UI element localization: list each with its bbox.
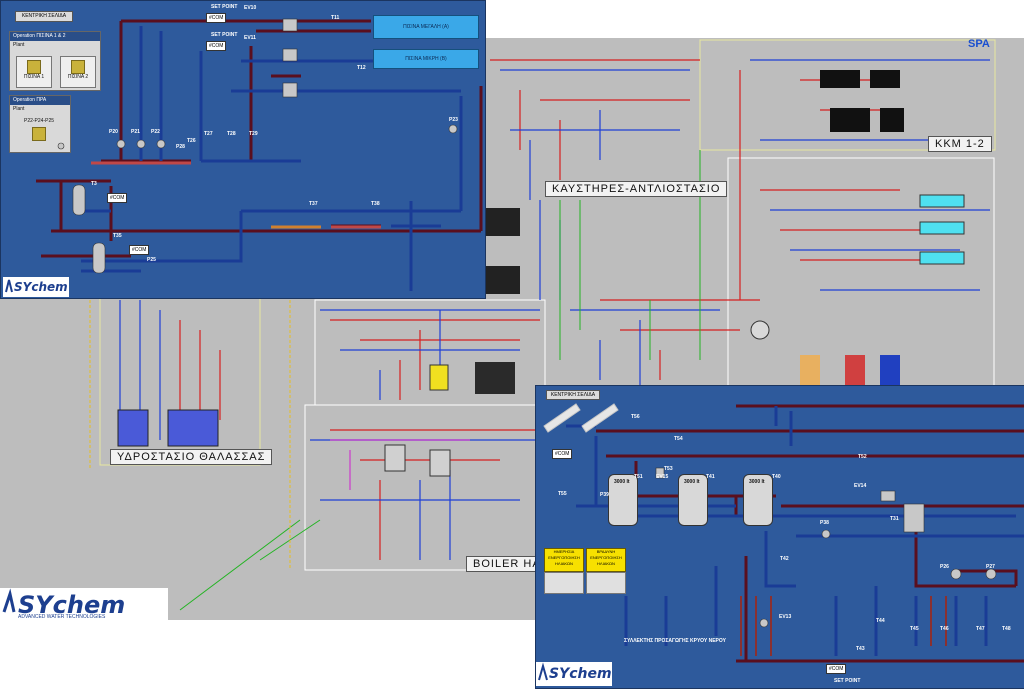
pool1-card-label: ΠΙΣΙΝΑ 1 <box>23 74 45 80</box>
pools-window-logo: SYchem <box>3 277 69 297</box>
pump-icon <box>27 60 41 74</box>
tag-t54: T54 <box>674 436 683 442</box>
pumps-card-label: P22-P24-P25 <box>23 118 55 124</box>
operation-pools-title: Operation ΠΙΣΙΝΑ 1 & 2 <box>10 32 100 41</box>
night-solar-icon[interactable] <box>586 572 626 594</box>
tag-t12: T12 <box>357 65 366 71</box>
solar-window-logo: SYchem <box>536 662 612 686</box>
tag-t47: T47 <box>976 626 985 632</box>
tag-t43: T43 <box>856 646 865 652</box>
setpoint-label: SET POINT <box>211 32 238 38</box>
tag-ev10: EV10 <box>244 5 257 11</box>
tag-t44: T44 <box>876 618 885 624</box>
tank-3-capacity: 3000 lt <box>749 479 765 485</box>
tag-ev15: EV15 <box>656 474 669 480</box>
storage-tank-2 <box>678 474 708 526</box>
cold-water-collector-label: ΣΥΛΛΕΚΤΗΣ ΠΡΟΣΑΓΩΓΗΣ ΚΡΥΟΥ ΝΕΡΟΥ <box>624 638 726 644</box>
operation-pools-subtitle: Plant <box>13 42 25 48</box>
setpoint-select[interactable]: #COM <box>826 664 847 674</box>
tag-p28: P28 <box>176 144 185 150</box>
tag-t48: T48 <box>1002 626 1011 632</box>
sychem-logo-icon <box>5 279 13 293</box>
sychem-logo-icon <box>2 588 16 614</box>
tag-ev13: EV13 <box>779 614 792 620</box>
main-menu-button[interactable]: ΚΕΝΤΡΙΚΗ ΣΕΛΙΔΑ <box>15 11 73 22</box>
tank-1-capacity: 3000 lt <box>614 479 630 485</box>
tag-t26: T26 <box>187 138 196 144</box>
storage-tank-1 <box>608 474 638 526</box>
tag-ev14: EV14 <box>854 483 867 489</box>
pools-window: ΚΕΝΤΡΙΚΗ ΣΕΛΙΔΑ Operation ΠΙΣΙΝΑ 1 & 2 P… <box>0 0 486 299</box>
tag-ev11: EV11 <box>244 35 256 41</box>
pumps-card[interactable]: P22-P24-P25 <box>14 118 64 146</box>
tag-t41: T41 <box>706 474 715 480</box>
logo-text: SYchem <box>549 666 612 682</box>
tag-p20: P20 <box>109 129 118 135</box>
setpoint-label: SET POINT <box>211 4 238 10</box>
logo-tagline: ADVANCED WATER TECHNOLOGIES <box>18 614 106 620</box>
tag-t27: T27 <box>204 131 213 137</box>
operation-pumps-title: Operation ΠΡΑ <box>10 96 70 105</box>
tag-t51: T51 <box>634 474 643 480</box>
tank-2-capacity: 3000 lt <box>684 479 700 485</box>
tag-p25: P25 <box>147 257 156 263</box>
solar-piping <box>543 403 1024 663</box>
tag-t42: T42 <box>780 556 789 562</box>
tag-t28: T28 <box>227 131 236 137</box>
setpoint-select[interactable]: #COM <box>129 245 150 255</box>
tag-t56: T56 <box>631 414 640 420</box>
tag-t35: T35 <box>113 233 122 239</box>
tag-p21: P21 <box>131 129 140 135</box>
pump-icon <box>32 127 46 141</box>
tag-t37: T37 <box>309 201 318 207</box>
solar-window: ΚΕΝΤΡΙΚΗ ΣΕΛΙΔΑ <box>535 385 1024 689</box>
night-solar-activation-button[interactable]: ΒΡΑΔΥΝΗ ΕΝΕΡΓΟΠΟΙΗΣΗ ΗΛΙΑΚΩΝ <box>586 548 626 572</box>
tag-t3: T3 <box>91 181 97 187</box>
tag-p38: P38 <box>820 520 829 526</box>
background-logo: SYchem ADVANCED WATER TECHNOLOGIES <box>0 588 168 622</box>
pool-small: ΠΙΣΙΝΑ ΜΙΚΡΗ (Β) <box>373 49 479 69</box>
label-kkm: ΚΚΜ 1-2 <box>928 136 992 152</box>
setpoint-select[interactable]: #COM <box>206 13 227 23</box>
logo-text: SYchem <box>14 280 68 294</box>
setpoint-select[interactable]: #COM <box>552 449 573 459</box>
setpoint-select[interactable]: #COM <box>107 193 128 203</box>
label-spa: SPA <box>968 38 990 50</box>
tag-p23: P23 <box>449 117 458 123</box>
main-menu-button[interactable]: ΚΕΝΤΡΙΚΗ ΣΕΛΙΔΑ <box>546 390 600 400</box>
pool-large: ΠΙΣΙΝΑ ΜΕΓΑΛΗ (Α) <box>373 15 479 39</box>
tag-t55: T55 <box>558 491 567 497</box>
tag-t29: T29 <box>249 131 258 137</box>
tag-t38: T38 <box>371 201 380 207</box>
pump-icon <box>71 60 85 74</box>
tag-p27: P27 <box>986 564 995 570</box>
operation-pools-panel: Operation ΠΙΣΙΝΑ 1 & 2 Plant ΠΙΣΙΝΑ 1 ΠΙ… <box>9 31 101 91</box>
pool1-card[interactable]: ΠΙΣΙΝΑ 1 <box>16 56 52 88</box>
tag-t46: T46 <box>940 626 949 632</box>
tag-t11: T11 <box>331 15 340 21</box>
tag-t53: T53 <box>664 466 673 472</box>
label-boiler: BOILER HA <box>466 556 548 572</box>
pools-piping <box>36 18 483 291</box>
daily-solar-icon[interactable] <box>544 572 584 594</box>
tag-t52: T52 <box>858 454 867 460</box>
label-seawater-station: ΥΔΡΟΣΤΑΣΙΟ ΘΑΛΑΣΣΑΣ <box>110 449 273 465</box>
tag-p39: P39 <box>600 492 609 498</box>
tag-t45: T45 <box>910 626 919 632</box>
storage-tank-3 <box>743 474 773 526</box>
sychem-logo-icon <box>538 662 548 681</box>
label-burners: ΚΑΥΣΤΗΡΕΣ-ΑΝΤΛΙΟΣΤΑΣΙΟ <box>545 181 728 197</box>
tag-t40: T40 <box>772 474 781 480</box>
pool2-card[interactable]: ΠΙΣΙΝΑ 2 <box>60 56 96 88</box>
pool2-card-label: ΠΙΣΙΝΑ 2 <box>67 74 89 80</box>
setpoint-select[interactable]: #COM <box>206 41 227 51</box>
operation-pumps-subtitle: Plant <box>13 106 25 112</box>
logo-text: SYchem <box>18 591 126 619</box>
daily-solar-activation-button[interactable]: ΗΜΕΡΗΣΙΑ ΕΝΕΡΓΟΠΟΙΗΣΗ ΗΛΙΑΚΩΝ <box>544 548 584 572</box>
setpoint-label: SET POINT <box>834 678 861 684</box>
tag-p26: P26 <box>940 564 949 570</box>
tag-t31: T31 <box>890 516 899 522</box>
tag-p22: P22 <box>151 129 160 135</box>
